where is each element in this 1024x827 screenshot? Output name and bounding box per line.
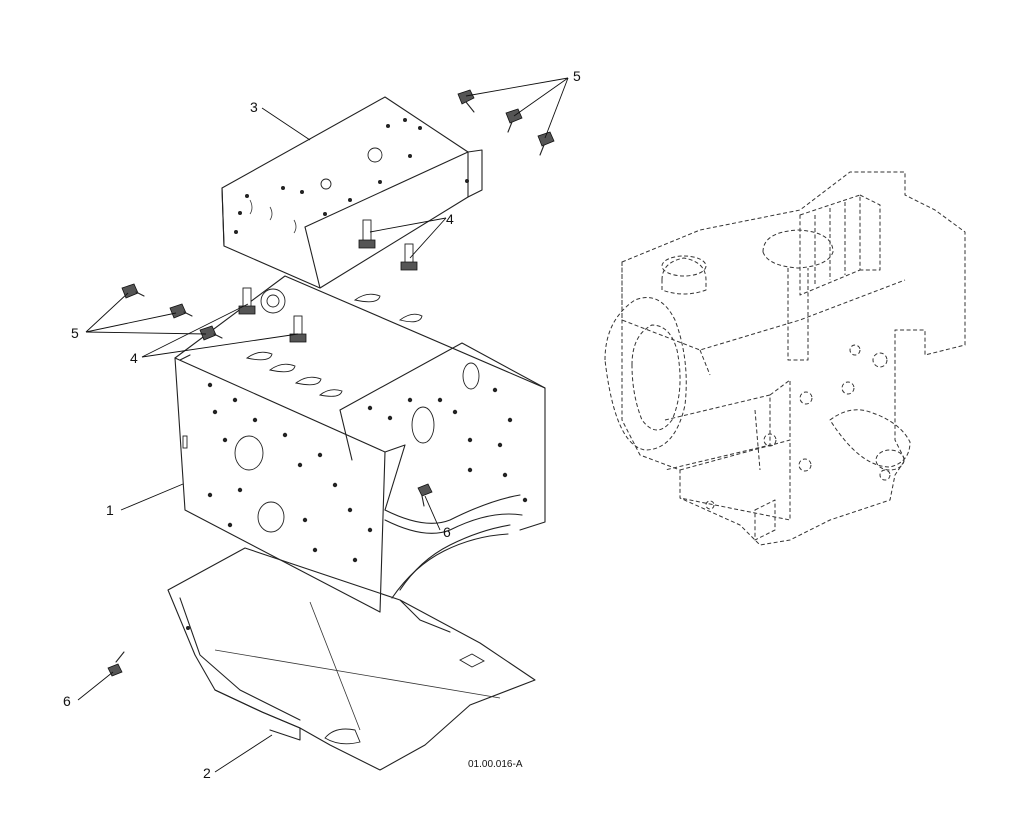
drawing-code: 01.00.016-A bbox=[468, 759, 523, 770]
part-4-stud-upper-a bbox=[358, 219, 376, 249]
leader-lines bbox=[77, 77, 569, 773]
part-5-screw-left-c bbox=[199, 325, 223, 341]
part-4-stud-upper-b bbox=[400, 243, 418, 271]
part-2-skid-plate bbox=[167, 547, 536, 771]
part-6-screw-frame bbox=[417, 483, 433, 507]
part-5-screw-top-c bbox=[537, 131, 555, 156]
callout-1: 1 bbox=[106, 502, 114, 518]
part-3-top-cover bbox=[221, 96, 483, 289]
part-4-stud-lower-a bbox=[238, 287, 256, 315]
callout-6-frame: 6 bbox=[443, 524, 451, 540]
part-4-stud-lower-b bbox=[289, 315, 307, 343]
callout-6-loose: 6 bbox=[63, 693, 71, 709]
callout-5-left: 5 bbox=[71, 325, 79, 341]
callout-4-lower: 4 bbox=[130, 350, 138, 366]
callout-2: 2 bbox=[203, 765, 211, 781]
callout-4-upper: 4 bbox=[446, 211, 454, 227]
reference-engine-outline bbox=[604, 171, 966, 546]
part-1-main-frame bbox=[174, 275, 546, 613]
callout-3: 3 bbox=[250, 99, 258, 115]
callout-5-top: 5 bbox=[573, 68, 581, 84]
part-5-screw-top-a bbox=[457, 89, 475, 113]
part-5-screw-left-b bbox=[169, 303, 193, 319]
part-6-screw-loose bbox=[107, 651, 125, 677]
